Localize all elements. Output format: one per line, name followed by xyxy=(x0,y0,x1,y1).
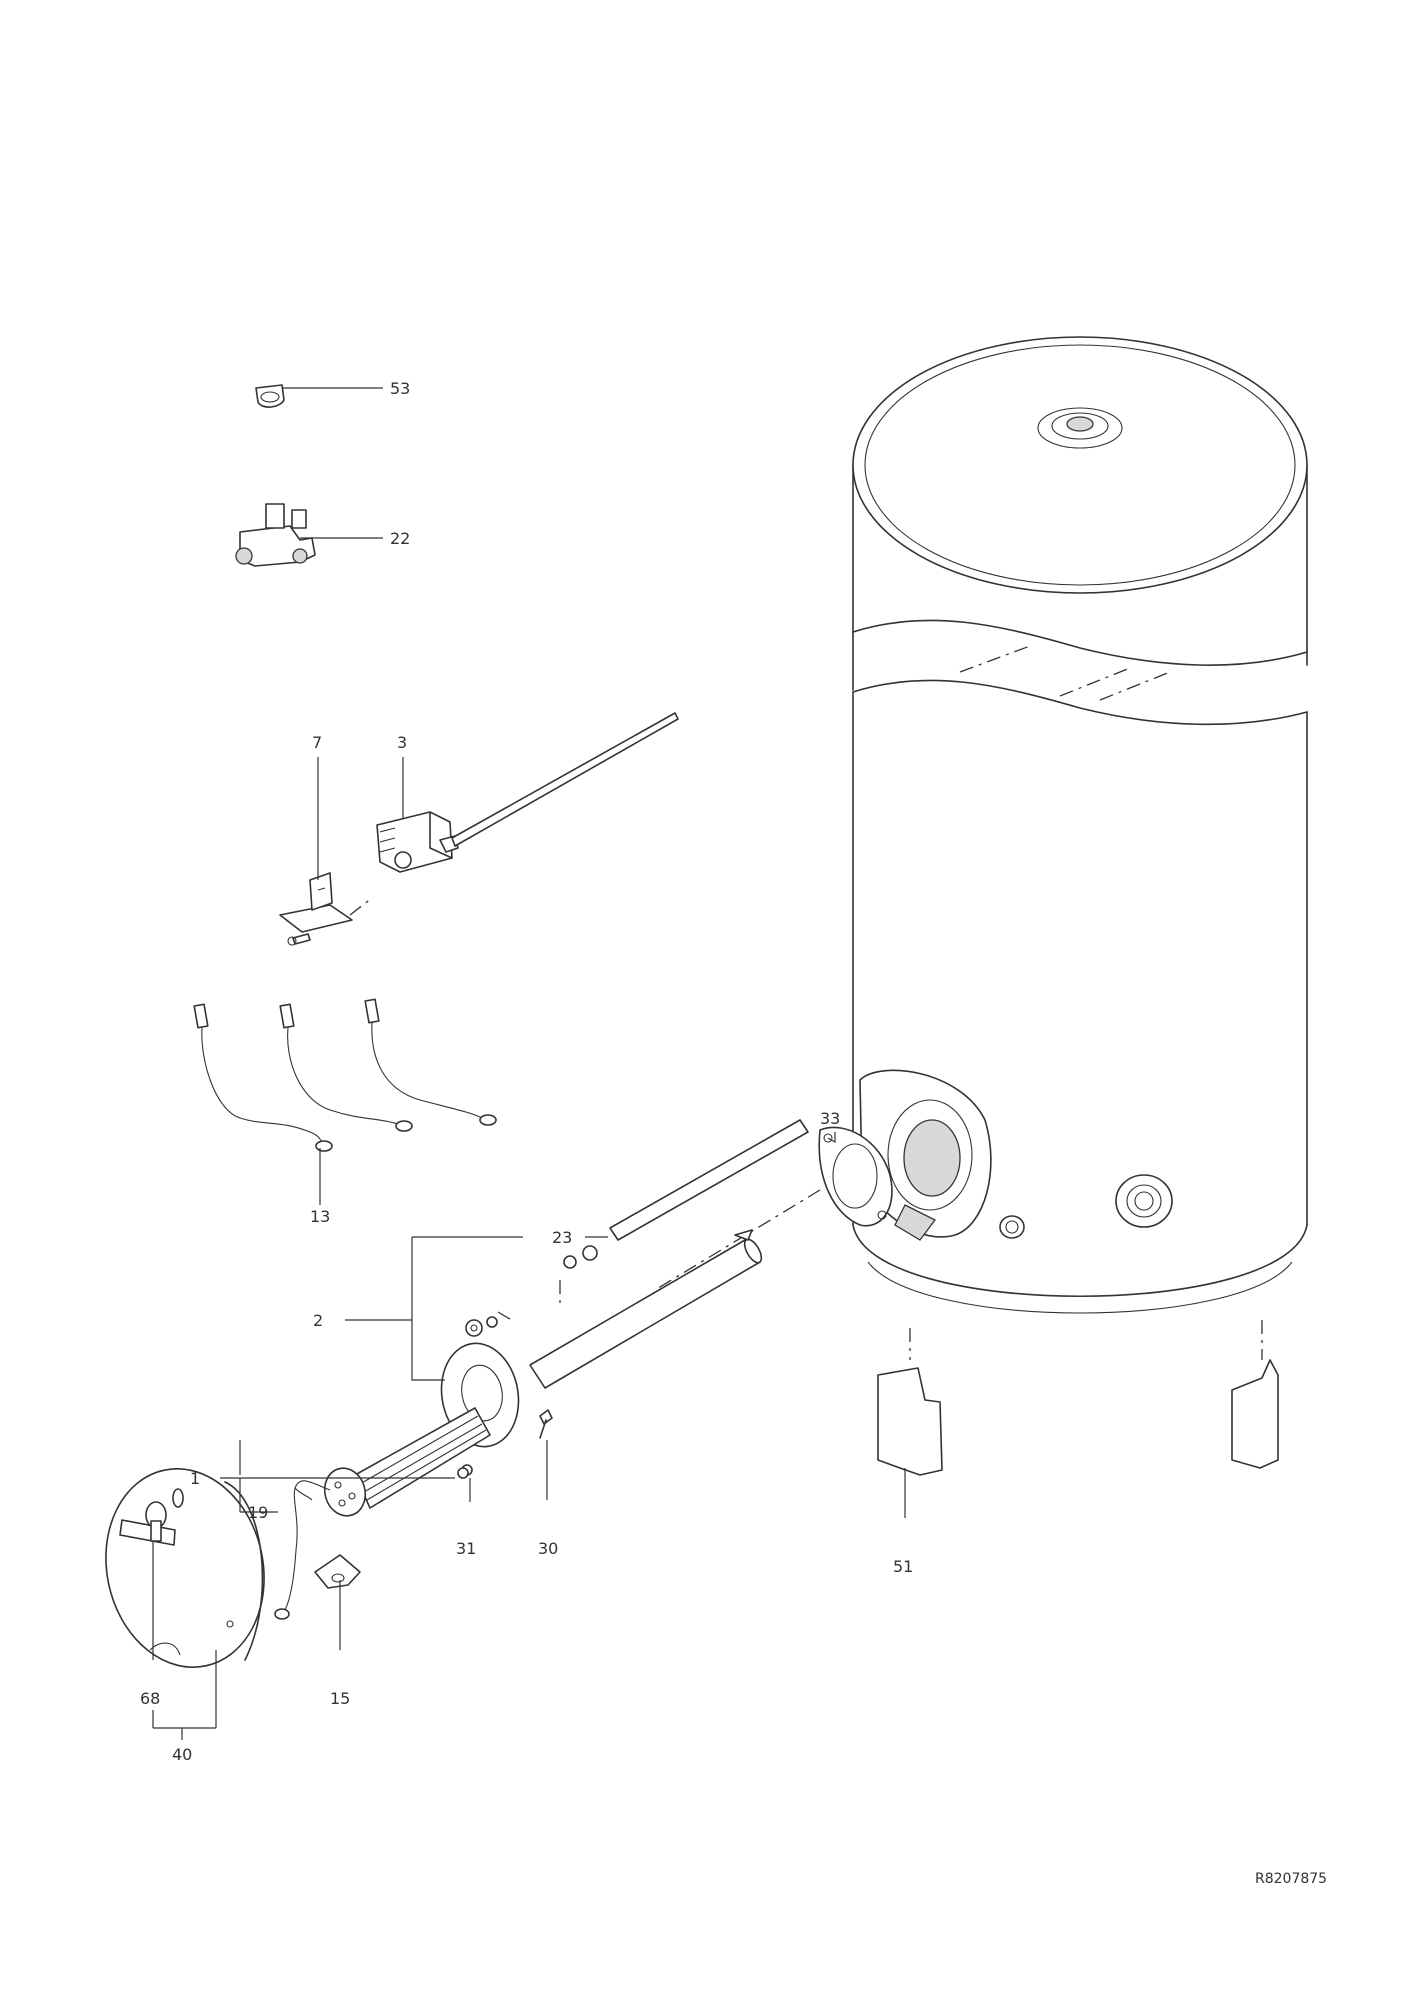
drawing-reference: R8207875 xyxy=(1255,1871,1327,1887)
part-thermostat-3 xyxy=(376,712,679,873)
callout-15: 15 xyxy=(330,1689,350,1708)
callout-31: 31 xyxy=(456,1539,476,1558)
callout-53: 53 xyxy=(390,379,410,398)
callout-1: 1 xyxy=(190,1469,200,1488)
part-clip-15 xyxy=(314,1554,361,1589)
callout-51: 51 xyxy=(893,1557,913,1576)
callout-68: 68 xyxy=(140,1689,160,1708)
part-screw-30 xyxy=(539,1409,553,1439)
callout-23: 23 xyxy=(552,1228,572,1247)
part-nut-31 xyxy=(457,1467,469,1479)
part-cables-13 xyxy=(193,998,497,1152)
leader-lines xyxy=(152,387,906,1740)
part-fitting-53 xyxy=(255,384,285,408)
part-valve-22 xyxy=(235,503,316,567)
callout-40: 40 xyxy=(172,1745,192,1764)
tank-feet xyxy=(877,1320,1279,1476)
callout-3: 3 xyxy=(397,733,407,752)
water-heater-tank xyxy=(852,336,1308,1314)
callout-labels: 53 22 7 3 13 33 23 2 1 19 31 30 51 15 68… xyxy=(140,379,913,1764)
callout-22: 22 xyxy=(390,529,410,548)
callout-7: 7 xyxy=(312,733,322,752)
callout-30: 30 xyxy=(538,1539,558,1558)
part-cover-40 xyxy=(105,1468,265,1668)
callout-2: 2 xyxy=(313,1311,323,1330)
part-bracket-7 xyxy=(279,872,373,946)
part-anodes-23 xyxy=(497,1119,809,1389)
part-knob-68 xyxy=(145,1501,167,1542)
part-heating-element-1 xyxy=(323,1407,491,1517)
part-cable-19 xyxy=(274,1480,331,1620)
callout-19: 19 xyxy=(248,1503,268,1522)
callout-13: 13 xyxy=(310,1207,330,1226)
part-gasket-33 xyxy=(654,1126,893,1291)
callout-33: 33 xyxy=(820,1109,840,1128)
